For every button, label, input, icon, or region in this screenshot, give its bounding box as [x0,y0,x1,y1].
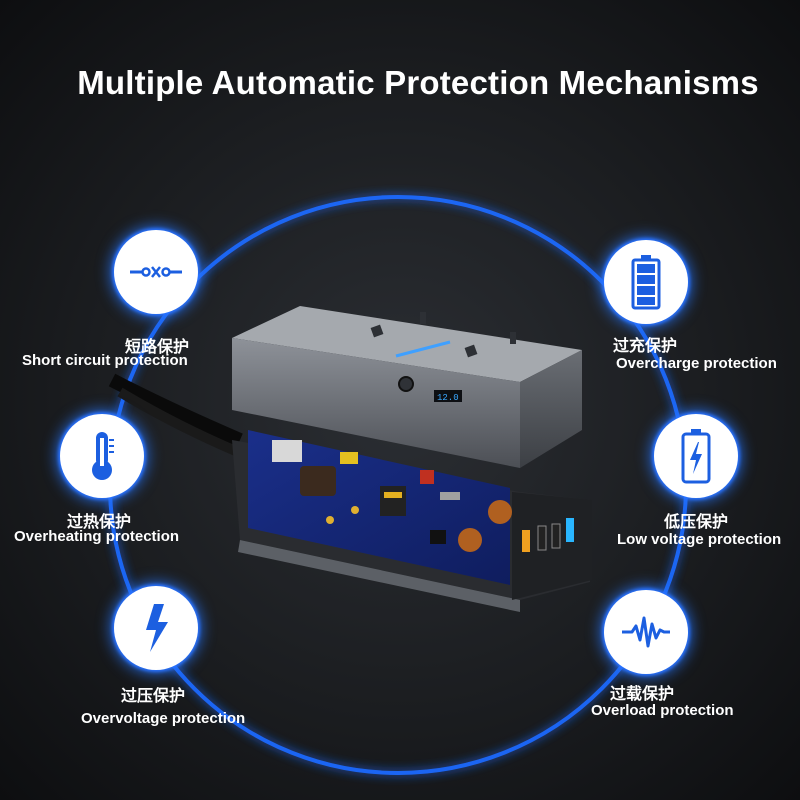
waveform-icon [622,616,670,648]
full-battery-icon [631,255,661,310]
page-title: Multiple Automatic Protection Mechanisms [77,64,759,101]
low-voltage-en-label: Low voltage protection [617,531,782,548]
overcharge-cn-label: 过充保护 [613,336,678,355]
low-voltage-badge [654,414,738,498]
overcharge-en-label: Overcharge protection [616,355,777,372]
overheating-cn-label: 过热保护 [67,512,132,531]
overheating-badge [60,414,144,498]
short-circuit-en-label: Short circuit protection [22,352,188,369]
overvoltage-badge [114,586,198,670]
svg-text:12.0: 12.0 [437,393,459,403]
thermometer-icon [92,432,114,480]
overvoltage-cn-label: 过压保护 [121,686,186,705]
short-circuit-badge [114,230,198,314]
lightning-bolt-icon [146,604,168,652]
overload-en-label: Overload protection [591,702,734,719]
overcharge-badge [604,240,688,324]
overheating-en-label: Overheating protection [14,528,180,545]
short-circuit-cn-label: 短路保护 [125,337,190,356]
low-voltage-cn-label: 低压保护 [664,512,729,531]
short-circuit-icon [130,266,182,278]
overload-badge [604,590,688,674]
overload-cn-label: 过载保护 [610,684,675,703]
overvoltage-en-label: Overvoltage protection [81,710,246,727]
charging-battery-icon [681,429,711,484]
